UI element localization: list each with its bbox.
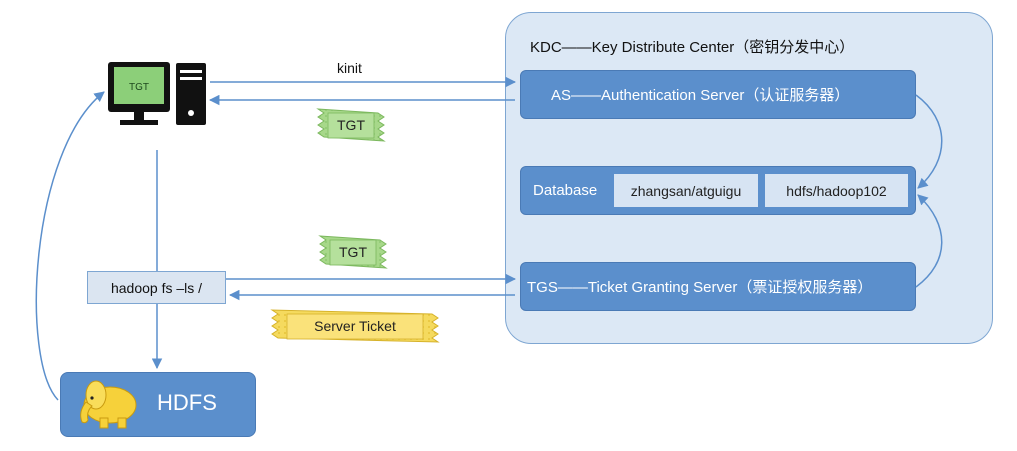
tgt-ticket [318,235,388,269]
as-to-db-arrow [915,94,943,189]
as-server-label: AS——Authentication Server（认证服务器） [551,87,850,104]
computer-icon [108,62,206,125]
server-ticket [270,309,440,343]
kdc-title: KDC——Key Distribute Center（密钥分发中心） [530,39,855,56]
hdfs-label: HDFS [157,390,217,415]
tgt-ticket-label: TGT [337,117,365,133]
tgs-to-db-arrow [915,194,943,288]
tgs-server-box: TGS——Ticket Granting Server（票证授权服务器） [520,262,916,311]
tgt-ticket [316,108,386,142]
database-label: Database [533,182,598,199]
as-server-box: AS——Authentication Server（认证服务器） [520,70,916,119]
hadoop-command-box: hadoop fs –ls / [87,271,226,304]
hadoop-elephant-icon [80,380,137,429]
database-entry: zhangsan/atguigu [614,174,758,207]
tgs-server-label: TGS——Ticket Granting Server（票证授权服务器） [527,279,873,296]
kinit-label: kinit [337,60,362,76]
tgt-ticket-label: TGT [339,244,367,260]
server-ticket-label: Server Ticket [314,318,396,334]
hdfs-to-client-arrow [35,91,105,401]
client-screen-tgt: TGT [129,82,149,93]
database-entry: hdfs/hadoop102 [765,174,908,207]
